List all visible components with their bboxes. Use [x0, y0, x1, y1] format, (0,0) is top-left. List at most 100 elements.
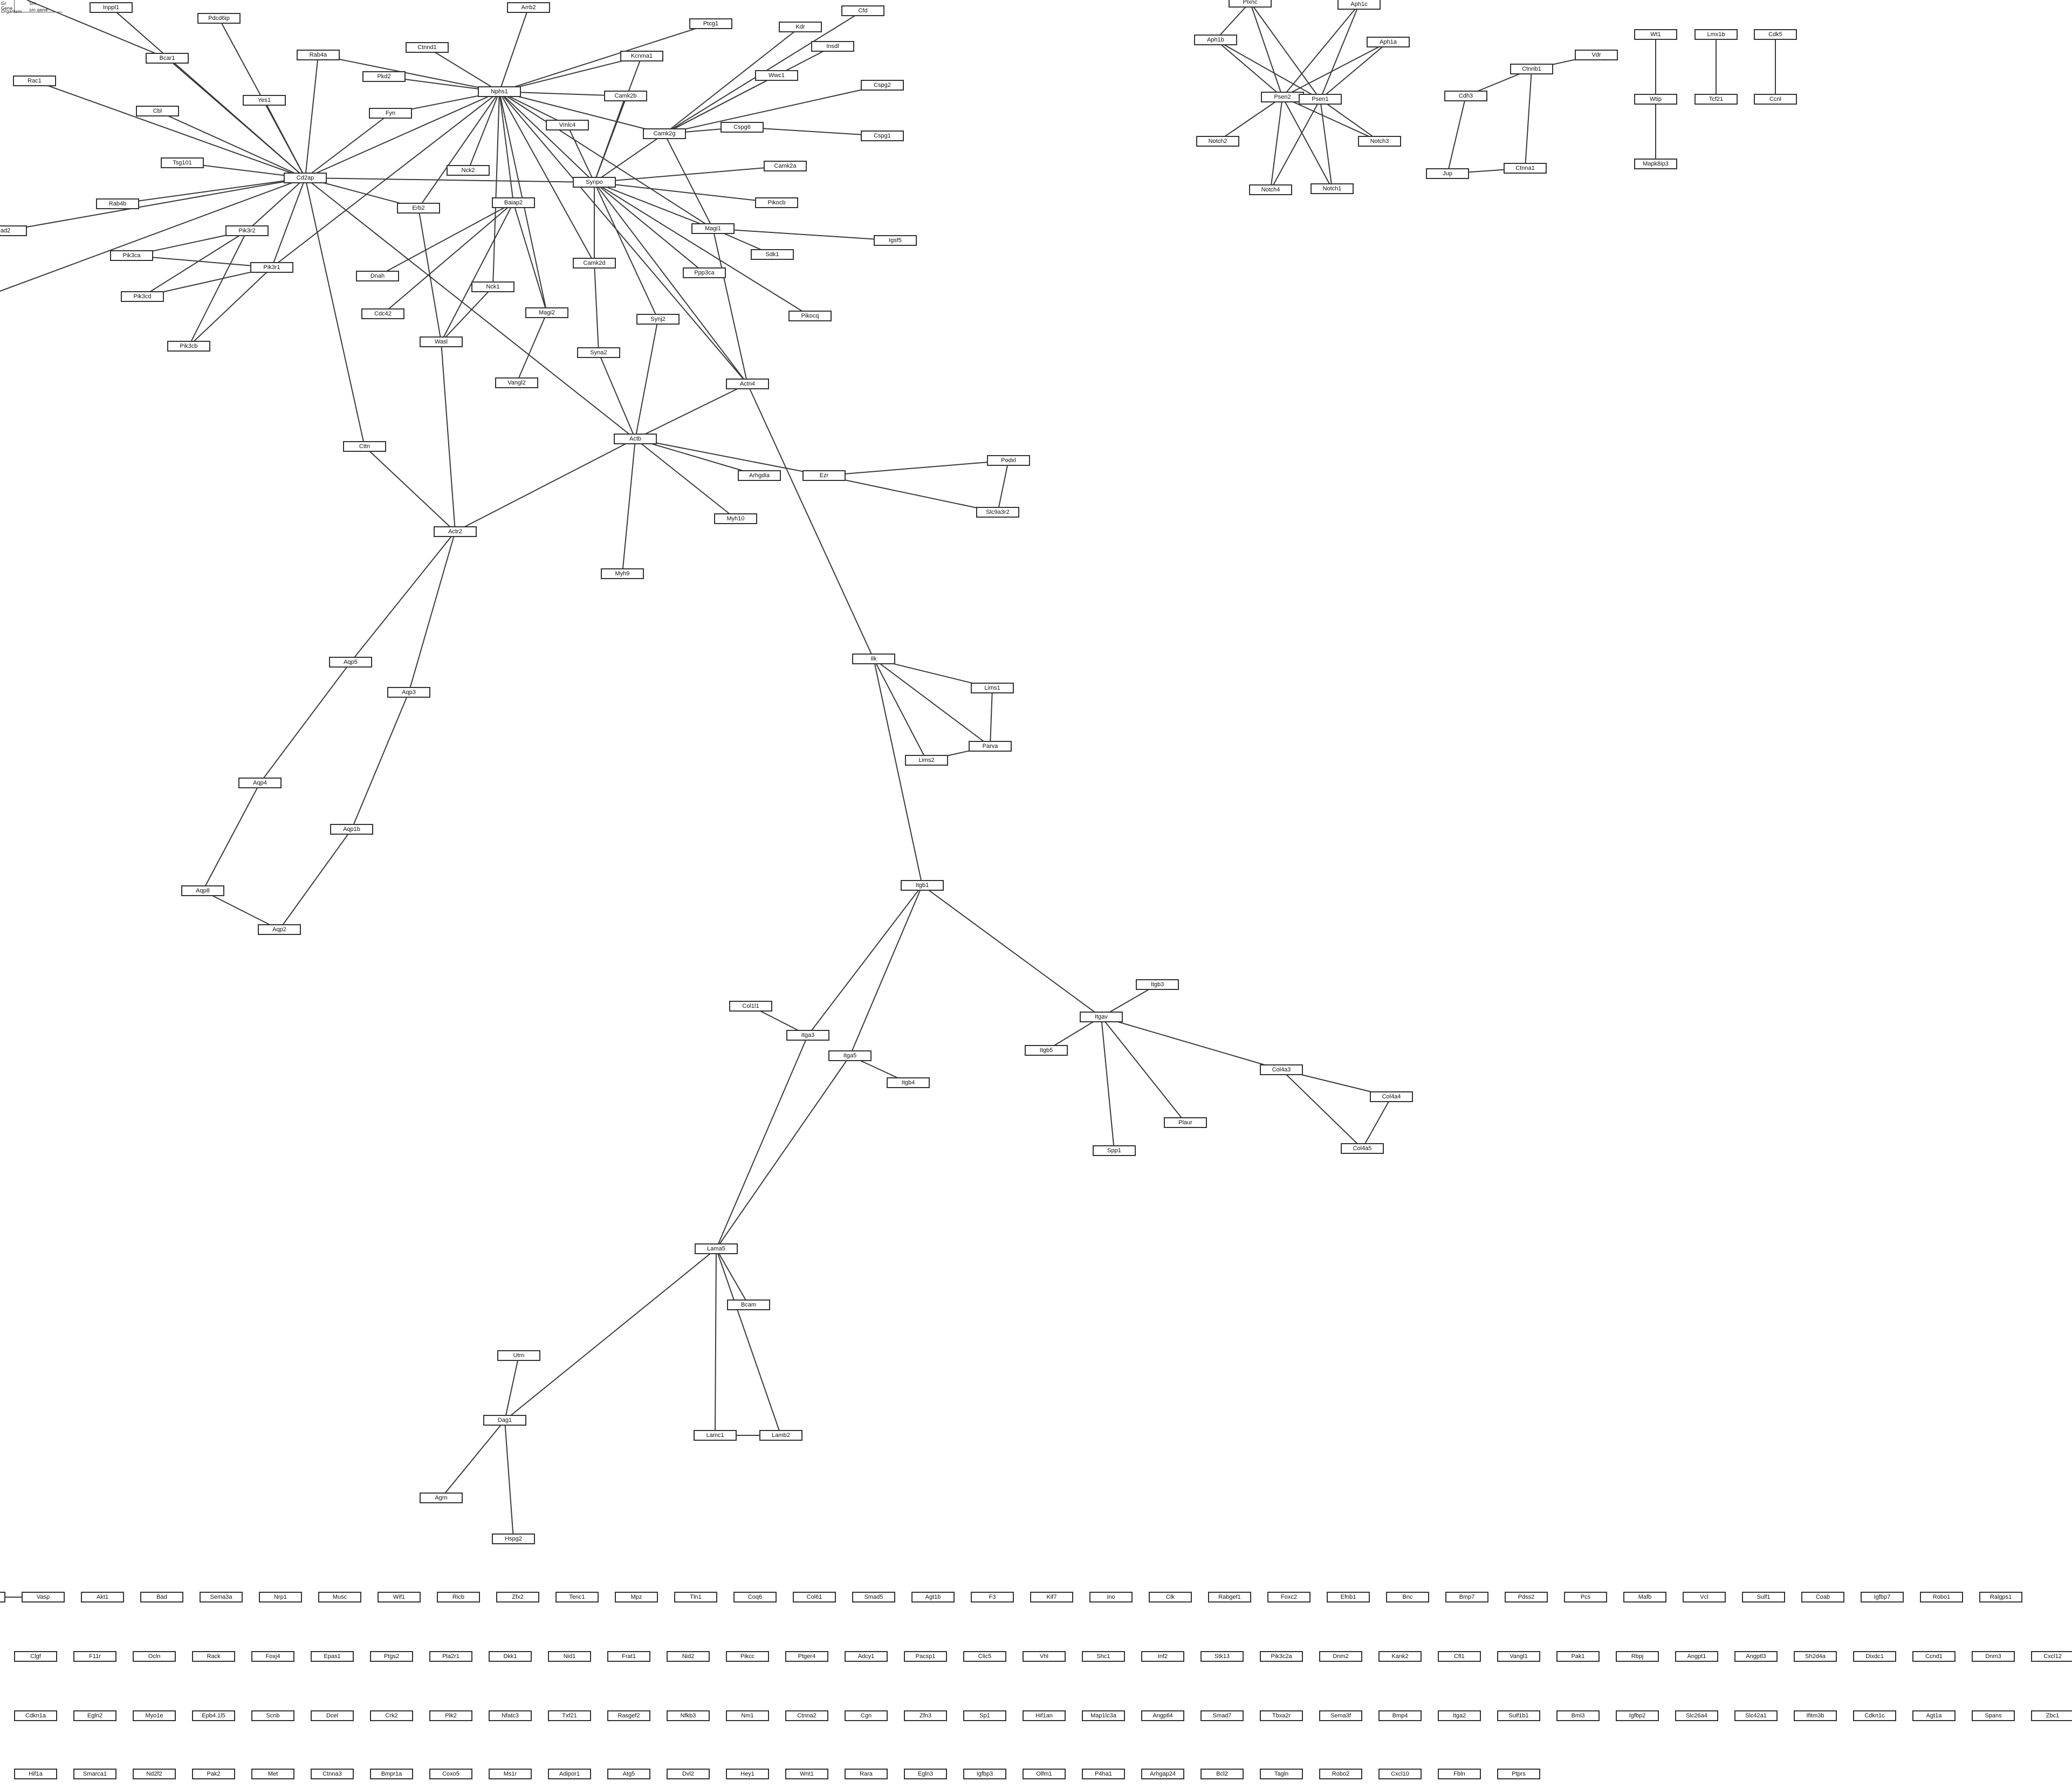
singleton-node-cfl1[interactable]: Cfl1: [1438, 1651, 1481, 1662]
gene-node-rab4a[interactable]: Rab4a: [297, 50, 340, 60]
singleton-node-tenc1[interactable]: Tenc1: [555, 1592, 599, 1603]
gene-node-pdcd6ip[interactable]: Pdcd6ip: [197, 13, 241, 24]
singleton-node-inf2[interactable]: Inf2: [1141, 1651, 1184, 1662]
singleton-node-nid2[interactable]: Nid2: [667, 1651, 710, 1662]
gene-node-ctnnd1[interactable]: Ctnnd1: [406, 42, 449, 53]
gene-node-cdh3[interactable]: Cdh3: [1444, 91, 1487, 101]
gene-node-itgb3[interactable]: Itgb3: [1136, 979, 1179, 990]
gene-node-psen2[interactable]: Psen2: [1261, 92, 1304, 102]
gene-node-hspg2[interactable]: Hspg2: [492, 1533, 535, 1544]
gene-node-ctnna1[interactable]: Ctnna1: [1504, 163, 1547, 174]
singleton-node-crk2[interactable]: Crk2: [370, 1710, 413, 1721]
gene-node-wwc1[interactable]: Wwc1: [755, 70, 798, 81]
singleton-node-rack[interactable]: Rack: [192, 1651, 235, 1662]
singleton-node-clgf[interactable]: Clgf: [14, 1651, 57, 1662]
gene-node-wt1[interactable]: Wt1: [1634, 29, 1677, 40]
gene-node-mapk8ip3[interactable]: Mapk8ip3: [1634, 159, 1677, 169]
singleton-node-tbxa2r[interactable]: Tbxa2r: [1260, 1710, 1303, 1721]
singleton-node-nid1[interactable]: Nid1: [548, 1651, 591, 1662]
gene-node-yes1[interactable]: Yes1: [243, 95, 286, 106]
singleton-node-cgn[interactable]: Cgn: [845, 1710, 888, 1721]
gene-node-erb2[interactable]: Erb2: [397, 203, 440, 214]
singleton-node-cxcl12[interactable]: Cxcl12: [2031, 1651, 2072, 1662]
gene-node-actn4[interactable]: Actn4: [726, 379, 769, 389]
gene-node-rab4b[interactable]: Rab4b: [96, 198, 139, 209]
singleton-node-robo1[interactable]: Robo1: [1920, 1592, 1963, 1603]
singleton-node-efnb1[interactable]: Efnb1: [1327, 1592, 1370, 1603]
singleton-node-rasgef2[interactable]: Rasgef2: [607, 1710, 650, 1721]
singleton-node-met[interactable]: Met: [251, 1769, 294, 1779]
gene-node-lamc1[interactable]: Lamc1: [694, 1430, 737, 1441]
gene-node-col1l1[interactable]: Col1l1: [729, 1001, 772, 1012]
gene-node-arrb2[interactable]: Arrb2: [507, 2, 550, 13]
singleton-node-bmp4[interactable]: Bmp4: [1378, 1710, 1422, 1721]
gene-node-notch2[interactable]: Notch2: [1196, 136, 1239, 147]
gene-node-lims2[interactable]: Lims2: [905, 755, 948, 766]
singleton-node-kank2[interactable]: Kank2: [1378, 1651, 1422, 1662]
singleton-node-clk[interactable]: Clk: [1149, 1592, 1192, 1603]
gene-node-cbl[interactable]: Cbl: [136, 106, 179, 116]
singleton-node-foxj4[interactable]: Foxj4: [251, 1651, 294, 1662]
singleton-node-clic5[interactable]: Clic5: [963, 1651, 1006, 1662]
gene-node-sdk1[interactable]: Sdk1: [751, 249, 794, 260]
singleton-node-ctnna2[interactable]: Ctnna2: [785, 1710, 828, 1721]
singleton-node-rara[interactable]: Rara: [845, 1769, 888, 1779]
singleton-node-sema3f[interactable]: Sema3f: [1319, 1710, 1362, 1721]
singleton-node-pik3c2a[interactable]: Pik3c2a: [1260, 1651, 1303, 1662]
singleton-node-f11r[interactable]: F11r: [73, 1651, 116, 1662]
singleton-node-musc[interactable]: Musc: [318, 1592, 361, 1603]
gene-node-myh9[interactable]: Myh9: [601, 568, 644, 579]
gene-node-pkd2[interactable]: Pkd2: [362, 71, 406, 82]
singleton-node-mpz[interactable]: Mpz: [615, 1592, 658, 1603]
gene-node-aph1c[interactable]: Aph1c: [1337, 0, 1381, 10]
singleton-node-zfx2[interactable]: Zfx2: [496, 1592, 539, 1603]
singleton-node-zfn3[interactable]: Zfn3: [904, 1710, 947, 1721]
gene-node-pik3cb[interactable]: Pik3cb: [167, 341, 210, 352]
singleton-node-slc42a1[interactable]: Slc42a1: [1734, 1710, 1778, 1721]
singleton-node-akt1[interactable]: Akt1: [81, 1592, 124, 1603]
gene-node-lims1[interactable]: Lims1: [971, 683, 1014, 693]
singleton-node-epas1[interactable]: Epas1: [311, 1651, 354, 1662]
gene-node-aqp3[interactable]: Aqp3: [387, 687, 430, 698]
singleton-node-nrp1[interactable]: Nrp1: [259, 1592, 302, 1603]
singleton-node-sulf1[interactable]: Sulf1: [1742, 1592, 1785, 1603]
singleton-node-egln3[interactable]: Egln3: [904, 1769, 947, 1779]
gene-node-plaur[interactable]: Plaur: [1164, 1117, 1207, 1128]
singleton-node-rbpj[interactable]: Rbpj: [1616, 1651, 1659, 1662]
singleton-node-ocln[interactable]: Ocln: [133, 1651, 176, 1662]
singleton-node-map1lc3a[interactable]: Map1lc3a: [1082, 1710, 1125, 1721]
singleton-node-igfbp7[interactable]: Igfbp7: [1861, 1592, 1904, 1603]
singleton-node-bmpr1a[interactable]: Bmpr1a: [370, 1769, 413, 1779]
gene-node-ctnnb1[interactable]: Ctnnb1: [1510, 64, 1553, 74]
singleton-node-coq6[interactable]: Coq6: [733, 1592, 777, 1603]
gene-node-aqp5[interactable]: Aqp5: [329, 657, 372, 668]
gene-node-tcf21[interactable]: Tcf21: [1694, 94, 1738, 105]
gene-node-bcar1[interactable]: Bcar1: [146, 53, 189, 64]
gene-node-cd2ap[interactable]: Cd2ap: [284, 173, 327, 183]
gene-node-kcnma1[interactable]: Kcnma1: [620, 51, 663, 61]
gene-node-arhgdia[interactable]: Arhgdia: [738, 470, 781, 481]
singleton-node-igfbp2[interactable]: Igfbp2: [1616, 1710, 1659, 1721]
singleton-node-bmi3[interactable]: Bmi3: [1556, 1710, 1600, 1721]
singleton-node-smarca1[interactable]: Smarca1: [73, 1769, 116, 1779]
singleton-node-pcs[interactable]: Pcs: [1564, 1592, 1607, 1603]
gene-node-col4a5[interactable]: Col4a5: [1341, 1143, 1384, 1154]
singleton-node-vangl1[interactable]: Vangl1: [1497, 1651, 1540, 1662]
singleton-node-angptl4[interactable]: Angptl4: [1141, 1710, 1184, 1721]
singleton-node-cdkn1c[interactable]: Cdkn1c: [1853, 1710, 1896, 1721]
gene-node-pikocq[interactable]: Pikocq: [788, 311, 832, 321]
gene-node-col4a3[interactable]: Col4a3: [1260, 1064, 1303, 1075]
singleton-node-sulf1b1[interactable]: Sulf1b1: [1497, 1710, 1540, 1721]
gene-node-itga3[interactable]: Itga3: [786, 1030, 829, 1041]
gene-node-camk2a[interactable]: Camk2a: [764, 161, 807, 171]
singleton-node-ms1r[interactable]: Ms1r: [489, 1769, 532, 1779]
singleton-node-tagln[interactable]: Tagln: [1260, 1769, 1303, 1779]
singleton-node-ralgps1[interactable]: Ralgps1: [1979, 1592, 2022, 1603]
gene-node-camk2g[interactable]: Camk2g: [643, 128, 686, 139]
singleton-node-bnc[interactable]: Bnc: [1386, 1592, 1429, 1603]
gene-node-wtip[interactable]: Wtip: [1634, 94, 1677, 105]
singleton-node-myo1e[interactable]: Myo1e: [133, 1710, 176, 1721]
gene-node-lamb2[interactable]: Lamb2: [759, 1430, 802, 1441]
gene-node-pik3cd[interactable]: Pik3cd: [121, 291, 164, 302]
gene-node-plxnc[interactable]: Plxnc: [1229, 0, 1272, 8]
